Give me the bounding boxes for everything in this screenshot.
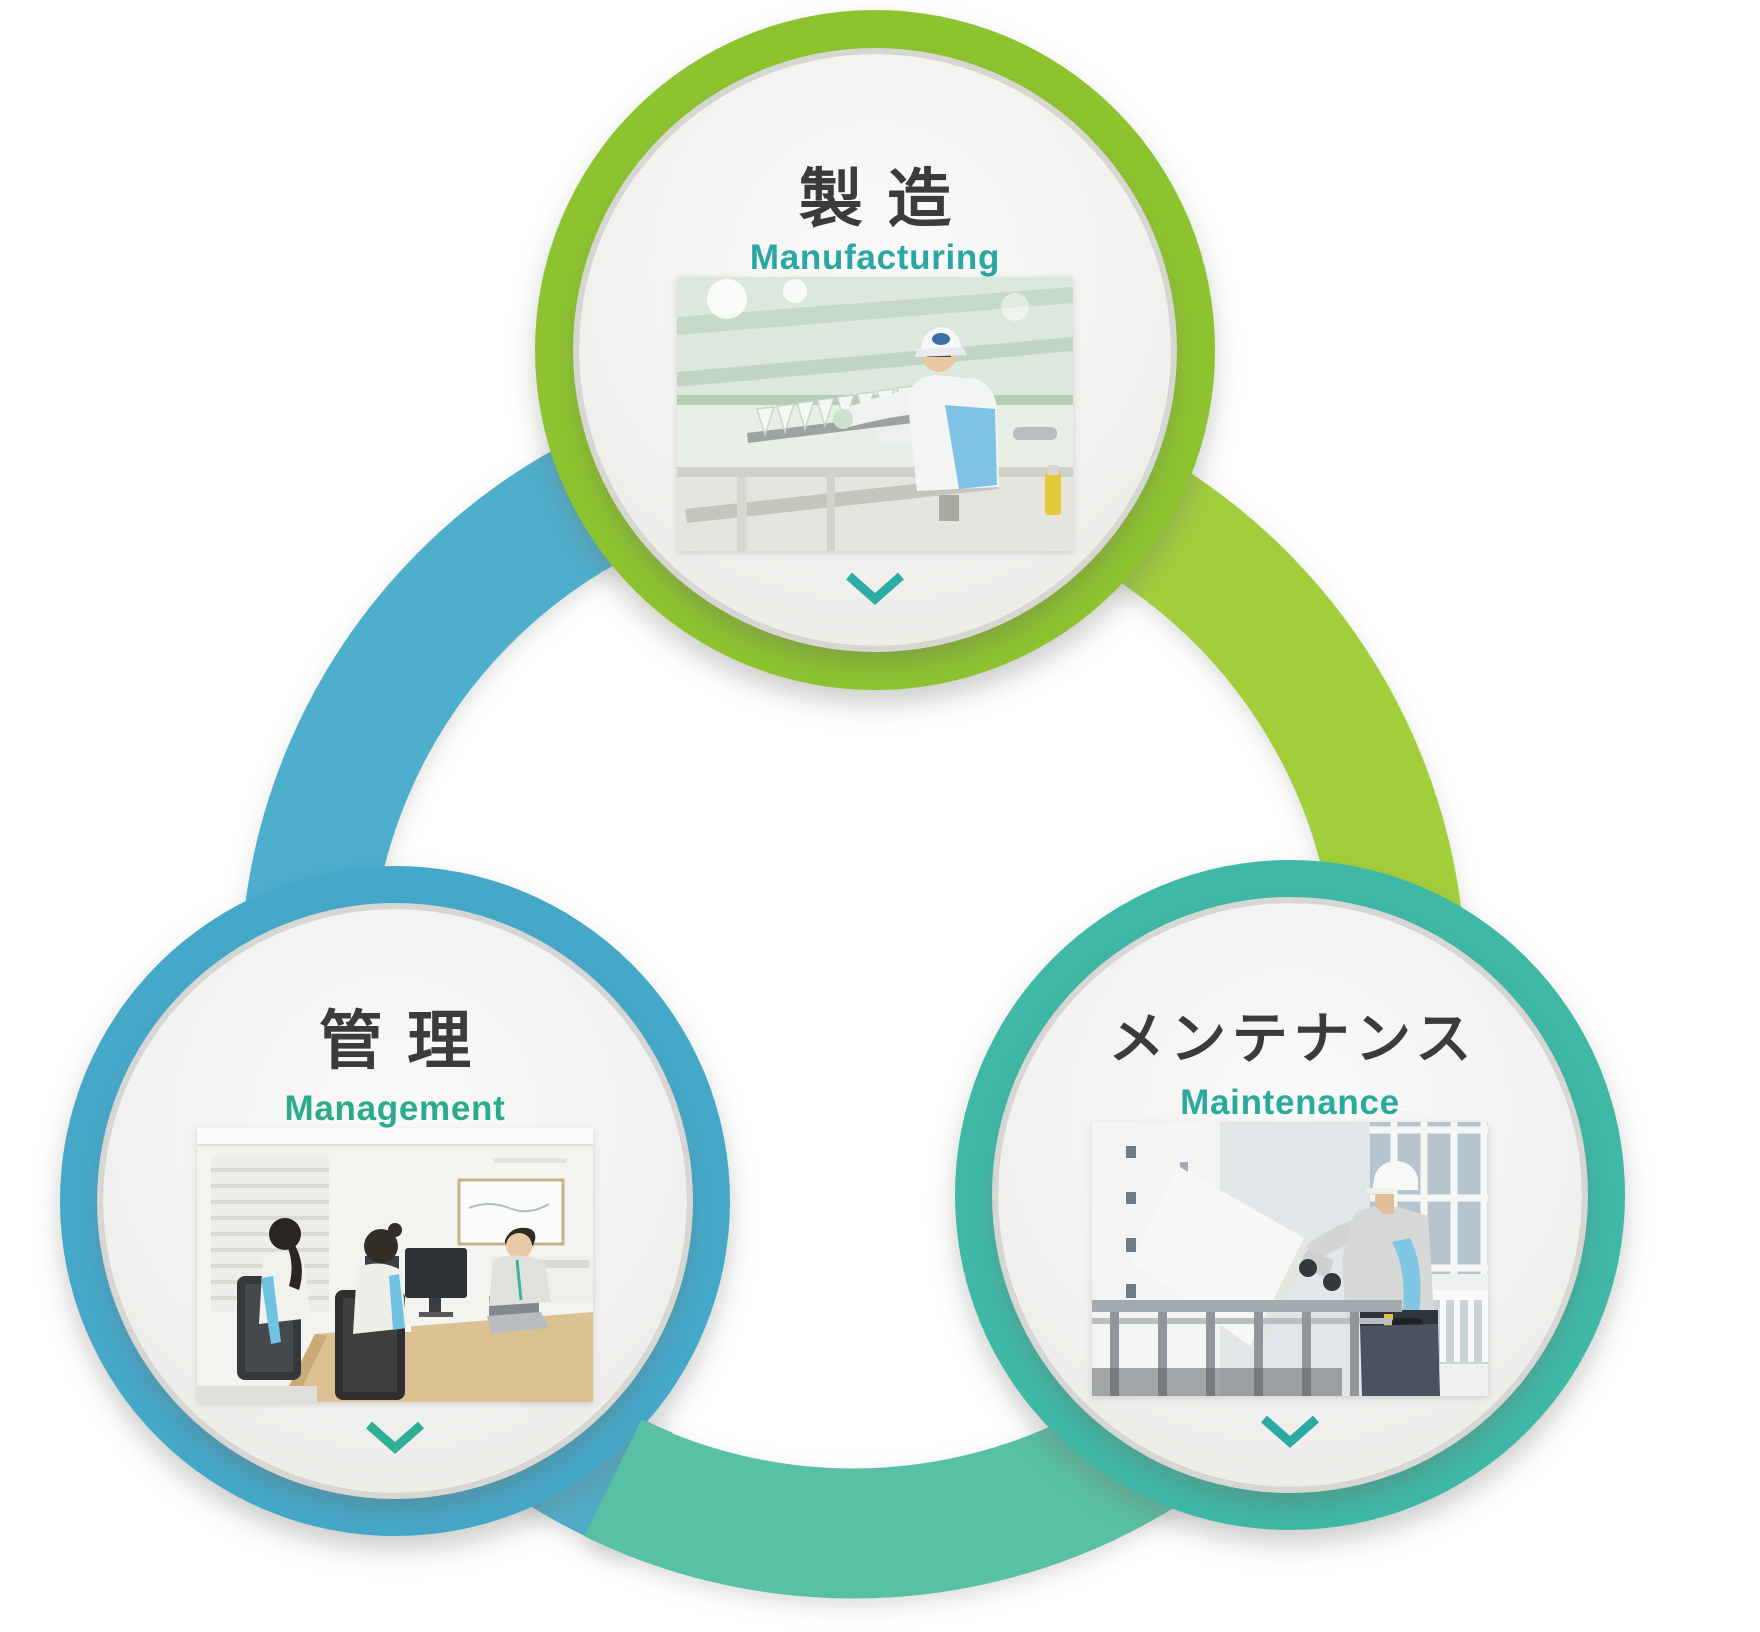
chevron-down-icon[interactable]: [364, 1420, 426, 1454]
maintenance-title-jp: メンテナンス: [1108, 1007, 1478, 1070]
office-photo-illustration: [197, 1128, 593, 1402]
node-management[interactable]: 管理 Management: [60, 866, 730, 1536]
maintenance-photo: [1092, 1122, 1488, 1396]
worker-figure: [833, 327, 999, 491]
worker-figure: [1299, 1160, 1440, 1396]
node-maintenance[interactable]: メンテナンス Maintenance: [955, 860, 1625, 1530]
node-manufacturing[interactable]: 製造 Manufacturing: [535, 10, 1215, 690]
staff-member-right: [489, 1227, 551, 1306]
chevron-down-icon[interactable]: [1259, 1414, 1321, 1448]
factory-photo-illustration: [677, 277, 1073, 551]
management-title-en: Management: [284, 1089, 506, 1128]
manufacturing-title-jp: 製造: [798, 163, 976, 235]
manufacturing-photo: [677, 277, 1073, 551]
staff-member-center: [335, 1223, 407, 1400]
manufacturing-title-en: Manufacturing: [749, 238, 1001, 277]
helmet: [1372, 1160, 1419, 1190]
chevron-down-icon[interactable]: [844, 571, 906, 605]
maintenance-title-en: Maintenance: [1180, 1083, 1400, 1122]
management-title-jp: 管理: [318, 1005, 496, 1077]
staff-member-left: [237, 1218, 311, 1380]
maintenance-photo-illustration: [1092, 1122, 1488, 1396]
foreground-railing: [1092, 1300, 1402, 1396]
management-photo: [197, 1128, 593, 1402]
